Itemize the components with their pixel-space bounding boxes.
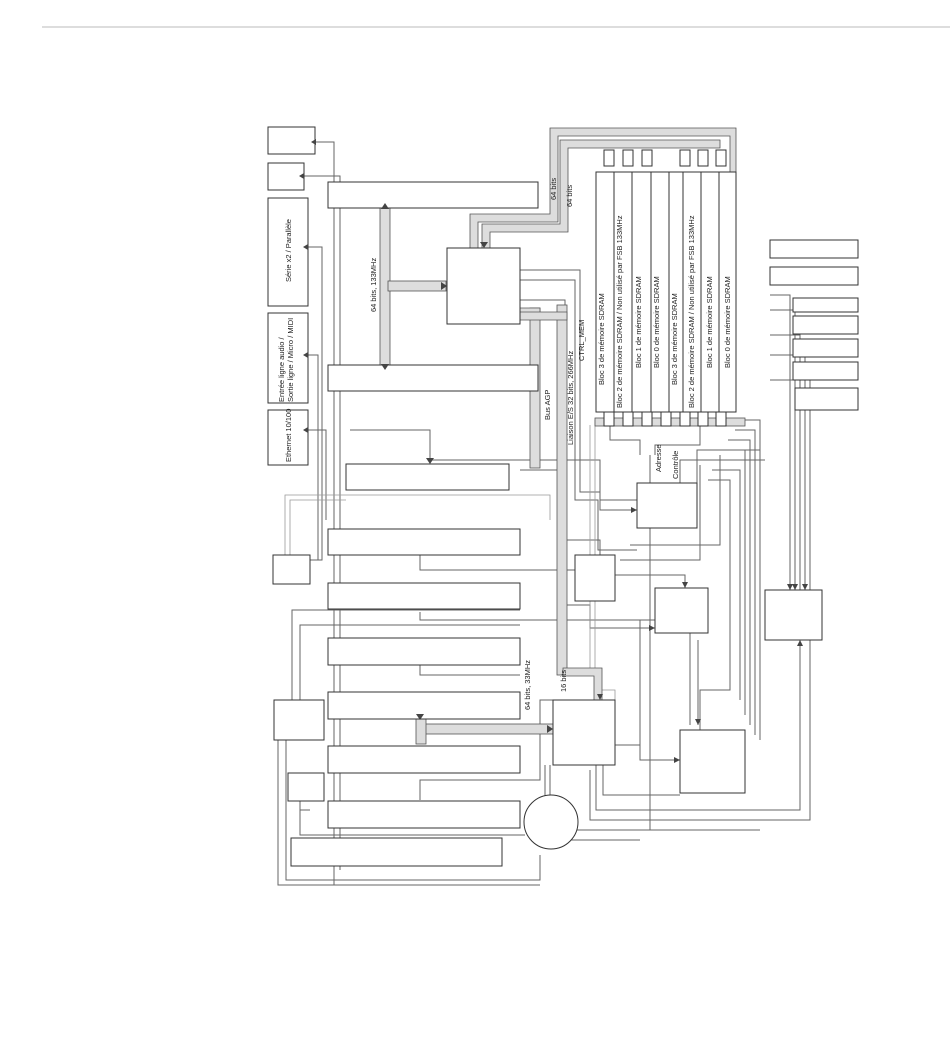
memory-bank-label: Bloc 0 de mémoire SDRAM [652, 276, 661, 368]
chip-center-small [574, 554, 616, 602]
slot-bottom [290, 837, 503, 867]
right-connector-4 [792, 315, 859, 335]
arrowheads [299, 139, 808, 763]
memory-controller [636, 482, 698, 529]
right-connector-1 [769, 239, 859, 259]
chip-left-small [272, 554, 311, 585]
chip-left-mid [273, 699, 325, 741]
wires [277, 141, 811, 886]
right-connector-3 [792, 297, 859, 313]
bus-64bits-a: 64 bits [549, 178, 558, 200]
memory-bank-label: Bloc 2 de mémoire SDRAM / Non utilisé pa… [687, 215, 696, 408]
slot-3 [345, 463, 510, 491]
ethernet-connector [267, 409, 309, 466]
pci-label: 64 bits, 33MHz [523, 660, 532, 710]
memory-bank-label: Bloc 1 de mémoire SDRAM [705, 276, 714, 368]
slot-4 [327, 528, 521, 556]
chip-center-right [654, 587, 709, 634]
slot-2 [327, 364, 539, 392]
connector-top-1 [267, 126, 316, 155]
memory-bank-label: Bloc 0 de mémoire SDRAM [723, 276, 732, 368]
components [267, 126, 859, 867]
io-link-label: Liaison E/S 32 bits, 266MHz [566, 351, 575, 445]
ethernet-label: Ethernet 10/100 [284, 409, 293, 462]
processor [446, 247, 521, 325]
slot-8 [327, 745, 521, 774]
labels: Série x2 / Parallèle Entrée ligne audio … [277, 178, 732, 710]
bus-64bits-b: 64 bits [565, 185, 574, 207]
memory-banks [595, 171, 737, 413]
right-connector-7 [794, 387, 859, 411]
right-connector-2 [769, 266, 859, 286]
slot-6 [327, 637, 521, 666]
slot-9 [327, 800, 521, 829]
chip-left-low [287, 772, 325, 802]
serial-parallel-connector [267, 197, 309, 307]
right-connector-6 [792, 361, 859, 381]
slot-7 [327, 691, 521, 720]
io-controller [552, 699, 616, 766]
command-label: Contrôle [671, 451, 680, 479]
memory-bank-label: Bloc 1 de mémoire SDRAM [634, 276, 643, 368]
battery [523, 794, 579, 850]
slot-top [327, 181, 539, 209]
memory-bank-label: Bloc 2 de mémoire SDRAM / Non utilisé pa… [615, 215, 624, 408]
serial-parallel-label: Série x2 / Parallèle [284, 219, 293, 282]
fsb-label: 64 bits, 133MHz [369, 258, 378, 312]
agp-label: Bus AGP [543, 390, 552, 420]
chip-right [764, 589, 823, 641]
memory-top-connectors [603, 149, 727, 427]
connector-top-2 [267, 162, 305, 191]
audio-label-line1: Entrée ligne audio / [277, 336, 286, 402]
right-connector-5 [792, 338, 859, 358]
bits16-label: 16 bits [559, 670, 568, 692]
memory-bank-label: Bloc 3 de mémoire SDRAM [670, 293, 679, 385]
audio-connector [267, 312, 309, 404]
chip-bottom-right [679, 729, 746, 794]
slot-5 [327, 582, 521, 610]
audio-label-line2: Sortie ligne / Micro / MIDI [286, 318, 295, 402]
address-label: Adresse [654, 444, 663, 472]
memory-bank-label: Bloc 3 de mémoire SDRAM [597, 293, 606, 385]
ctrl-mem-label: CTRL_MEM [577, 320, 586, 361]
